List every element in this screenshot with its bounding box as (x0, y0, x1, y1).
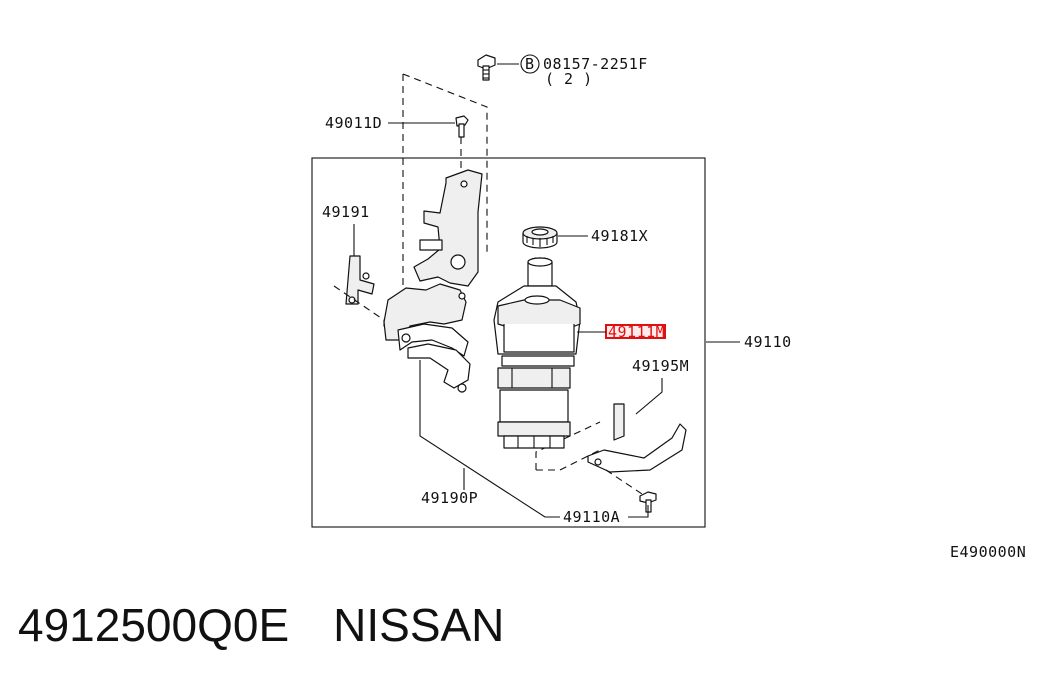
strap-49195M[interactable] (587, 403, 687, 473)
reservoir-cap-icon[interactable] (522, 226, 558, 249)
label-49195M[interactable]: 49195M (632, 357, 689, 375)
bracket-49190P[interactable] (383, 169, 483, 393)
label-49111M[interactable]: 49111M (608, 323, 665, 341)
label-49191[interactable]: 49191 (322, 203, 370, 221)
label-49110[interactable]: 49110 (744, 333, 792, 351)
footer: 4912500Q0E NISSAN (18, 598, 504, 652)
bracket-49191[interactable] (345, 255, 375, 305)
brand-name: NISSAN (333, 599, 505, 651)
label-bolt-qty: ( 2 ) (545, 70, 593, 88)
reference-code: E490000N (950, 543, 1026, 561)
screw-icon[interactable] (455, 115, 469, 138)
reservoir-tank[interactable] (493, 257, 581, 449)
b-marker-circle (520, 54, 540, 74)
b-marker-label: B (525, 55, 535, 73)
mounting-outline (402, 73, 601, 471)
label-49190P[interactable]: 49190P (421, 489, 478, 507)
label-49110A[interactable]: 49110A (563, 508, 620, 526)
label-08157-2251F[interactable]: 08157-2251F (543, 55, 648, 73)
assembly-frame (311, 157, 706, 528)
label-49011D[interactable]: 49011D (325, 114, 382, 132)
label-49181X[interactable]: 49181X (591, 227, 648, 245)
bolt-icon[interactable] (477, 54, 496, 81)
part-number: 4912500Q0E (18, 599, 290, 651)
